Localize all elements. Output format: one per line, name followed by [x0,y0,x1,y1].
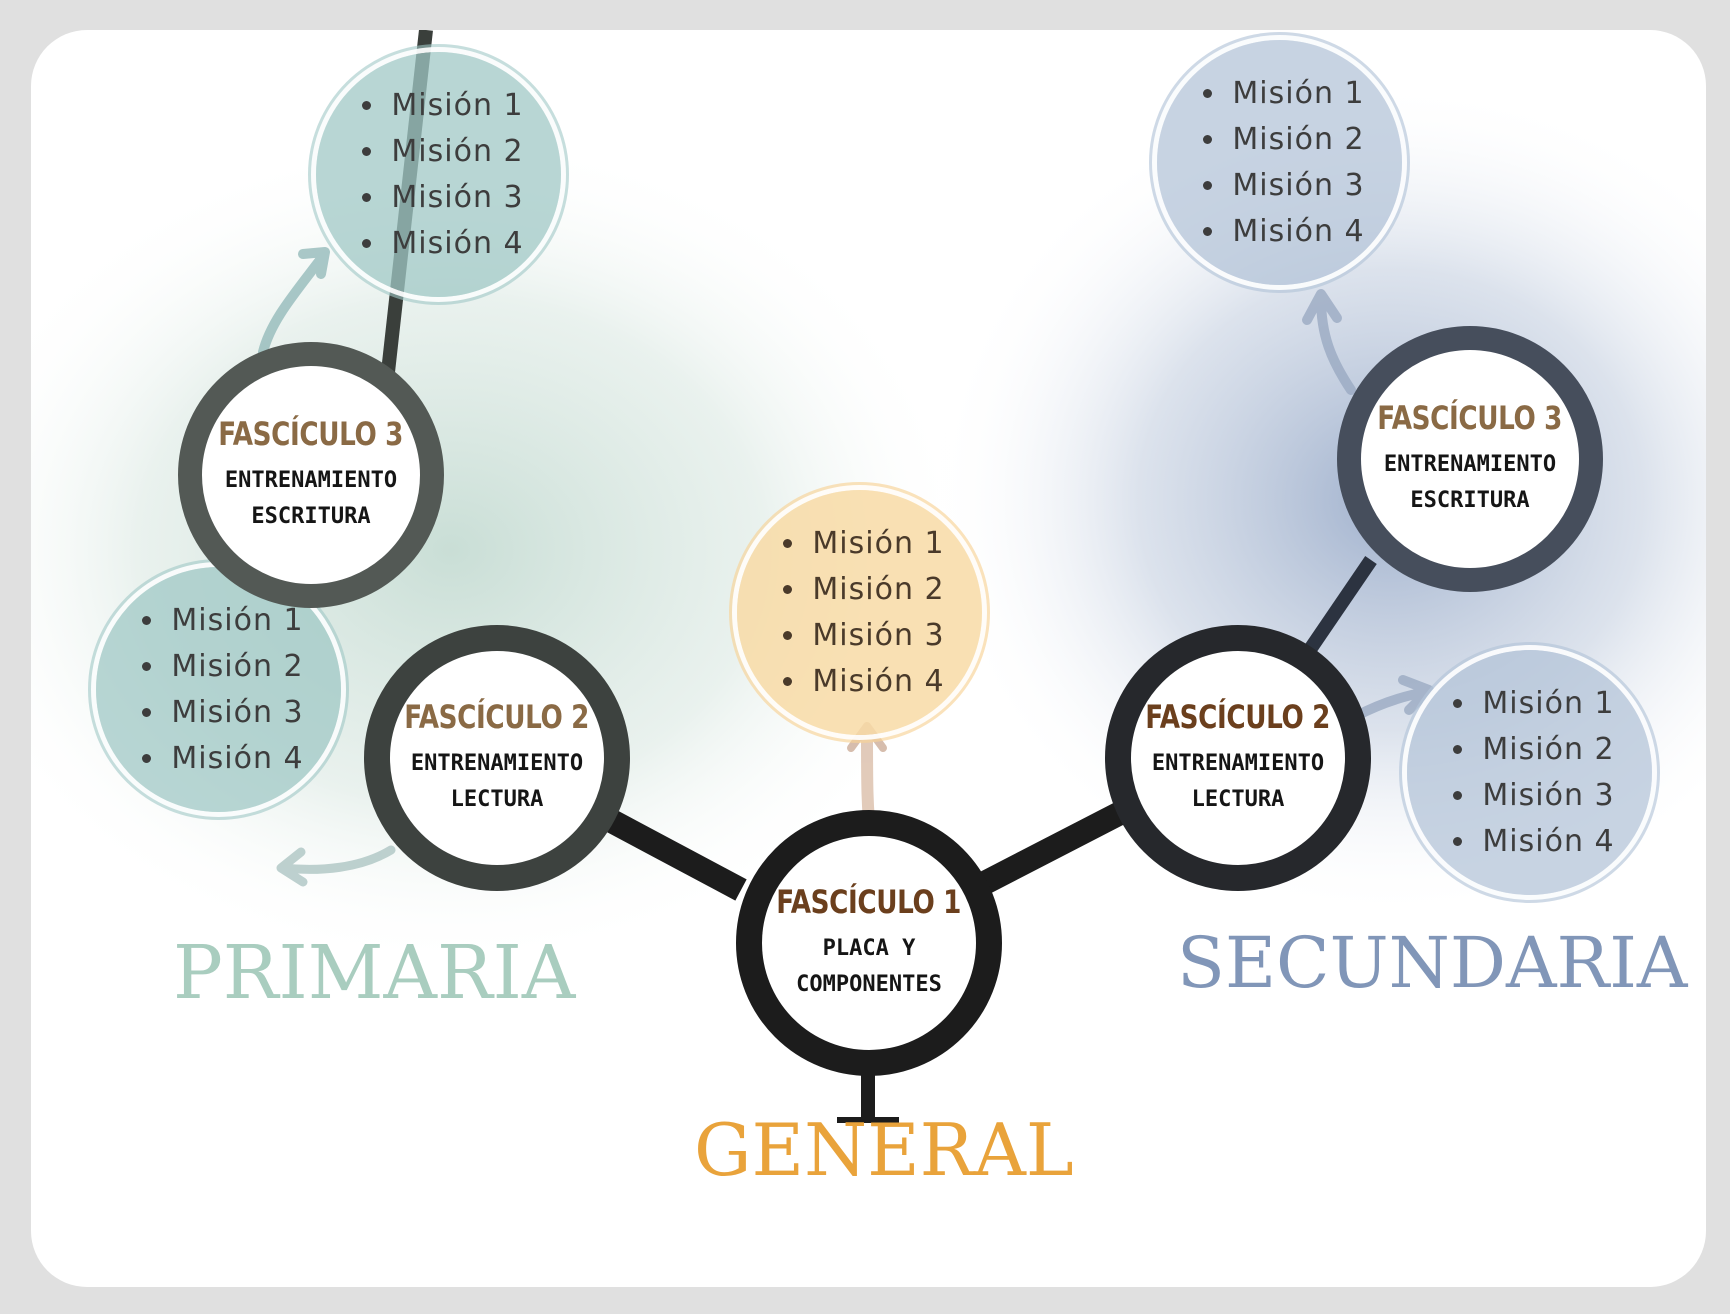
mission-list: Misión 1 Misión 2 Misión 3 Misión 4 [774,521,944,705]
mission-item: Misión 3 [1478,773,1614,819]
mission-item: Misión 3 [387,175,523,221]
mission-item: Misión 3 [167,690,303,736]
connector-general-secundaria [965,799,1132,901]
node-subtitle: ENTRENAMIENTO LECTURA [1151,751,1325,812]
general-label: GENERAL [694,1108,1074,1192]
mission-item: Misión 4 [1228,209,1364,255]
arrow-primaria-f3-missions [258,251,328,357]
arrow-primaria-f2-missions-head [276,847,308,887]
mission-item: Misión 2 [387,129,523,175]
secundaria-label: SECUNDARIA [1177,922,1688,1004]
mission-list: Misión 1 Misión 2 Misión 3 Misión 4 [353,83,523,267]
node-title: FASCÍCULO 3 [1377,399,1563,437]
secundaria-f2-missions: Misión 1 Misión 2 Misión 3 Misión 4 [1407,650,1652,895]
mission-item: Misión 1 [167,598,303,644]
arrow-primaria-f2-missions [278,845,396,874]
arrow-secundaria-f2-missions-head [1398,675,1434,715]
mission-item: Misión 2 [1228,117,1364,163]
primaria-f3-missions: Misión 1 Misión 2 Misión 3 Misión 4 [316,52,561,297]
arrow-secundaria-f3-missions [1316,293,1356,395]
general-node: FASCÍCULO 1 PLACA Y COMPONENTES [736,810,1002,1076]
mission-item: Misión 4 [387,221,523,267]
arrow-primaria-f3-missions-head [298,247,330,279]
mission-item: Misión 3 [1228,163,1364,209]
mission-item: Misión 2 [1478,727,1614,773]
node-subtitle: ENTRENAMIENTO ESCRITURA [224,468,398,529]
secundaria-f2-node: FASCÍCULO 2 ENTRENAMIENTO LECTURA [1105,625,1371,891]
node-subtitle: PLACA Y COMPONENTES [796,936,942,997]
mission-item: Misión 2 [167,644,303,690]
mission-list: Misión 1 Misión 2 Misión 3 Misión 4 [133,598,303,782]
node-subtitle: ENTRENAMIENTO LECTURA [410,751,584,812]
mission-item: Misión 1 [1228,71,1364,117]
mission-item: Misión 1 [1478,681,1614,727]
mission-item: Misión 4 [808,659,944,705]
mission-item: Misión 3 [808,613,944,659]
secundaria-f3-missions: Misión 1 Misión 2 Misión 3 Misión 4 [1157,40,1402,285]
secundaria-f3-node: FASCÍCULO 3 ENTRENAMIENTO ESCRITURA [1337,326,1603,592]
primaria-f2-node: FASCÍCULO 2 ENTRENAMIENTO LECTURA [364,625,630,891]
connector-general-primaria [585,799,747,901]
mission-item: Misión 1 [387,83,523,129]
mission-item: Misión 4 [1478,819,1614,865]
arrow-secundaria-f3-missions-head [1302,289,1342,325]
mission-list: Misión 1 Misión 2 Misión 3 Misión 4 [1194,71,1364,255]
mission-item: Misión 2 [808,567,944,613]
primaria-f2-missions: Misión 1 Misión 2 Misión 3 Misión 4 [96,567,341,812]
mission-item: Misión 4 [167,736,303,782]
node-title: FASCÍCULO 2 [404,698,590,736]
primaria-label: PRIMARIA [173,930,576,1016]
node-title: FASCÍCULO 3 [218,415,404,453]
mission-item: Misión 1 [808,521,944,567]
node-title: FASCÍCULO 1 [776,883,962,921]
general-missions: Misión 1 Misión 2 Misión 3 Misión 4 [737,490,982,735]
mission-list: Misión 1 Misión 2 Misión 3 Misión 4 [1444,681,1614,865]
primaria-f3-node: FASCÍCULO 3 ENTRENAMIENTO ESCRITURA [178,342,444,608]
node-title: FASCÍCULO 2 [1145,698,1331,736]
diagram-card: Misión 1 Misión 2 Misión 3 Misión 4 Misi… [31,30,1706,1287]
node-subtitle: ENTRENAMIENTO ESCRITURA [1383,452,1557,513]
